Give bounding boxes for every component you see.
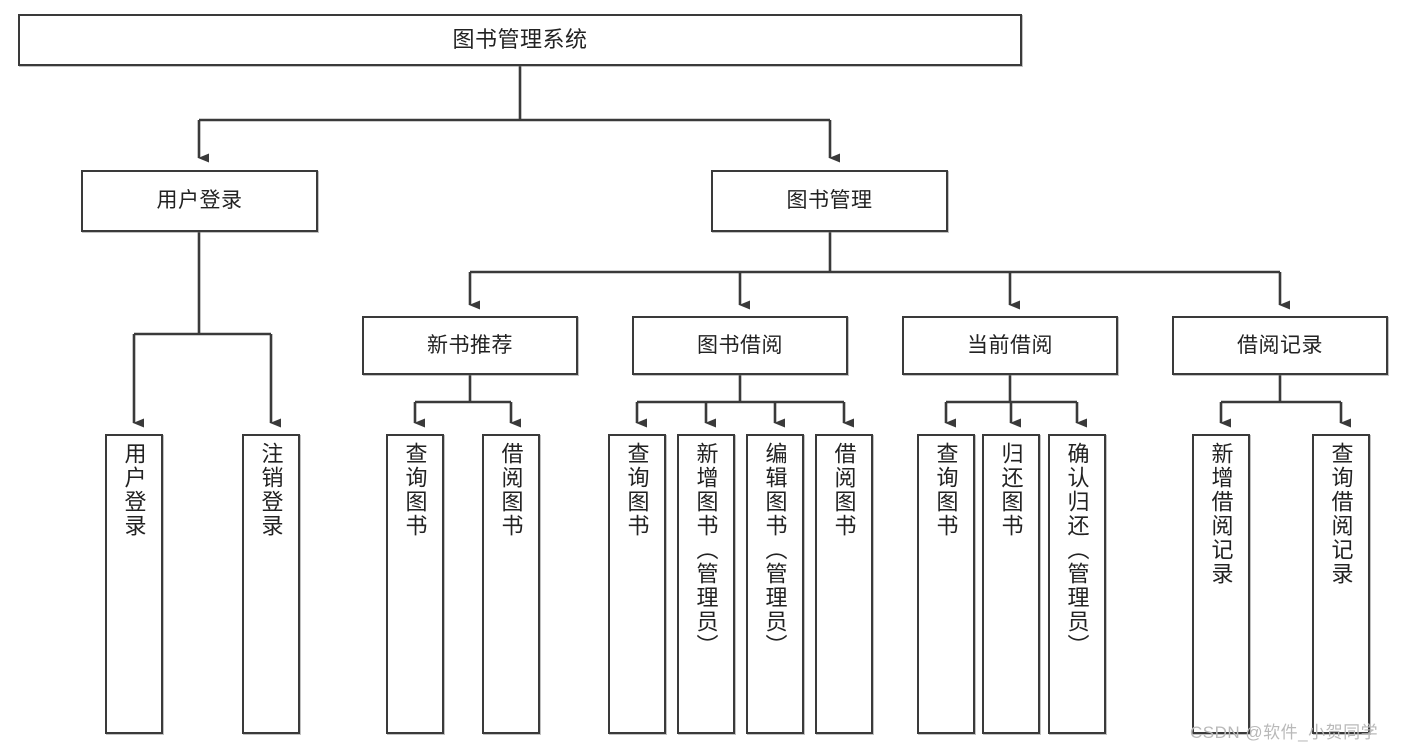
node-label: 归还图书 xyxy=(998,442,1024,538)
leaf-current-borrow-return-book[interactable]: 归还图书 xyxy=(982,434,1040,734)
node-label: 编辑图书（管理员） xyxy=(762,442,788,658)
node-label: 查询借阅记录 xyxy=(1328,442,1354,586)
node-label: 确认归还（管理员） xyxy=(1064,442,1090,658)
leaf-current-borrow-query-book[interactable]: 查询图书 xyxy=(917,434,975,734)
node-label: 用户登录 xyxy=(121,442,147,538)
node-label: 图书借阅 xyxy=(697,333,783,357)
node-book-management[interactable]: 图书管理 xyxy=(711,170,948,232)
node-label: 查询图书 xyxy=(402,442,428,538)
node-current-borrow[interactable]: 当前借阅 xyxy=(902,316,1118,375)
leaf-user-login-login[interactable]: 用户登录 xyxy=(105,434,163,734)
leaf-book-borrow-add-book-admin[interactable]: 新增图书（管理员） xyxy=(677,434,735,734)
csdn-watermark: CSDN @软件_小贺同学 xyxy=(1190,723,1379,742)
node-user-login[interactable]: 用户登录 xyxy=(81,170,318,232)
node-label: 图书管理系统 xyxy=(452,26,588,52)
node-borrow-record[interactable]: 借阅记录 xyxy=(1172,316,1388,375)
leaf-borrow-record-add-record[interactable]: 新增借阅记录 xyxy=(1192,434,1250,734)
node-label: 当前借阅 xyxy=(967,333,1053,357)
leaf-book-borrow-edit-book-admin[interactable]: 编辑图书（管理员） xyxy=(746,434,804,734)
node-book-borrow[interactable]: 图书借阅 xyxy=(632,316,848,375)
leaf-new-book-borrow-book[interactable]: 借阅图书 xyxy=(482,434,540,734)
node-label: 新增图书（管理员） xyxy=(693,442,719,658)
node-new-book-recommend[interactable]: 新书推荐 xyxy=(362,316,578,375)
node-label: 查询图书 xyxy=(933,442,959,538)
node-label: 借阅记录 xyxy=(1237,333,1323,357)
leaf-book-borrow-query-book[interactable]: 查询图书 xyxy=(608,434,666,734)
node-root-book-management-system[interactable]: 图书管理系统 xyxy=(18,14,1022,66)
leaf-book-borrow-borrow-book[interactable]: 借阅图书 xyxy=(815,434,873,734)
leaf-new-book-query-book[interactable]: 查询图书 xyxy=(386,434,444,734)
leaf-borrow-record-query-record[interactable]: 查询借阅记录 xyxy=(1312,434,1370,734)
leaf-user-login-logout[interactable]: 注销登录 xyxy=(242,434,300,734)
node-label: 注销登录 xyxy=(258,442,284,538)
node-label: 图书管理 xyxy=(786,189,873,213)
node-label: 借阅图书 xyxy=(498,442,524,538)
node-label: 借阅图书 xyxy=(831,442,857,538)
leaf-current-borrow-confirm-return-admin[interactable]: 确认归还（管理员） xyxy=(1048,434,1106,734)
node-label: 新增借阅记录 xyxy=(1208,442,1234,586)
node-label: 用户登录 xyxy=(156,189,243,213)
node-label: 查询图书 xyxy=(624,442,650,538)
node-label: 新书推荐 xyxy=(427,333,513,357)
